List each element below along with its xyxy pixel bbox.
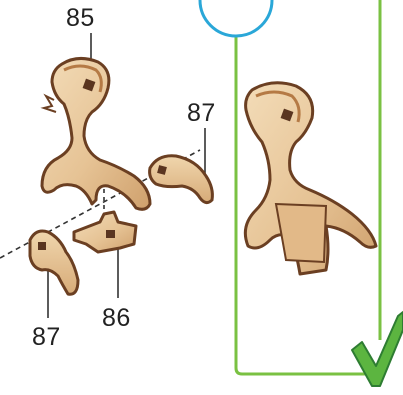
part-87-lower — [30, 231, 78, 294]
label-part-85: 85 — [66, 6, 95, 31]
assembled-result-frame — [236, 0, 380, 374]
part-85-body — [42, 58, 150, 209]
part-87-upper — [150, 156, 213, 203]
step-circle-icon — [200, 0, 272, 36]
assembled-model — [245, 83, 376, 274]
label-part-87-lower: 87 — [32, 325, 61, 350]
part-86-connector — [74, 212, 136, 252]
label-part-86: 86 — [102, 306, 131, 331]
label-part-87-upper: 87 — [187, 101, 216, 126]
